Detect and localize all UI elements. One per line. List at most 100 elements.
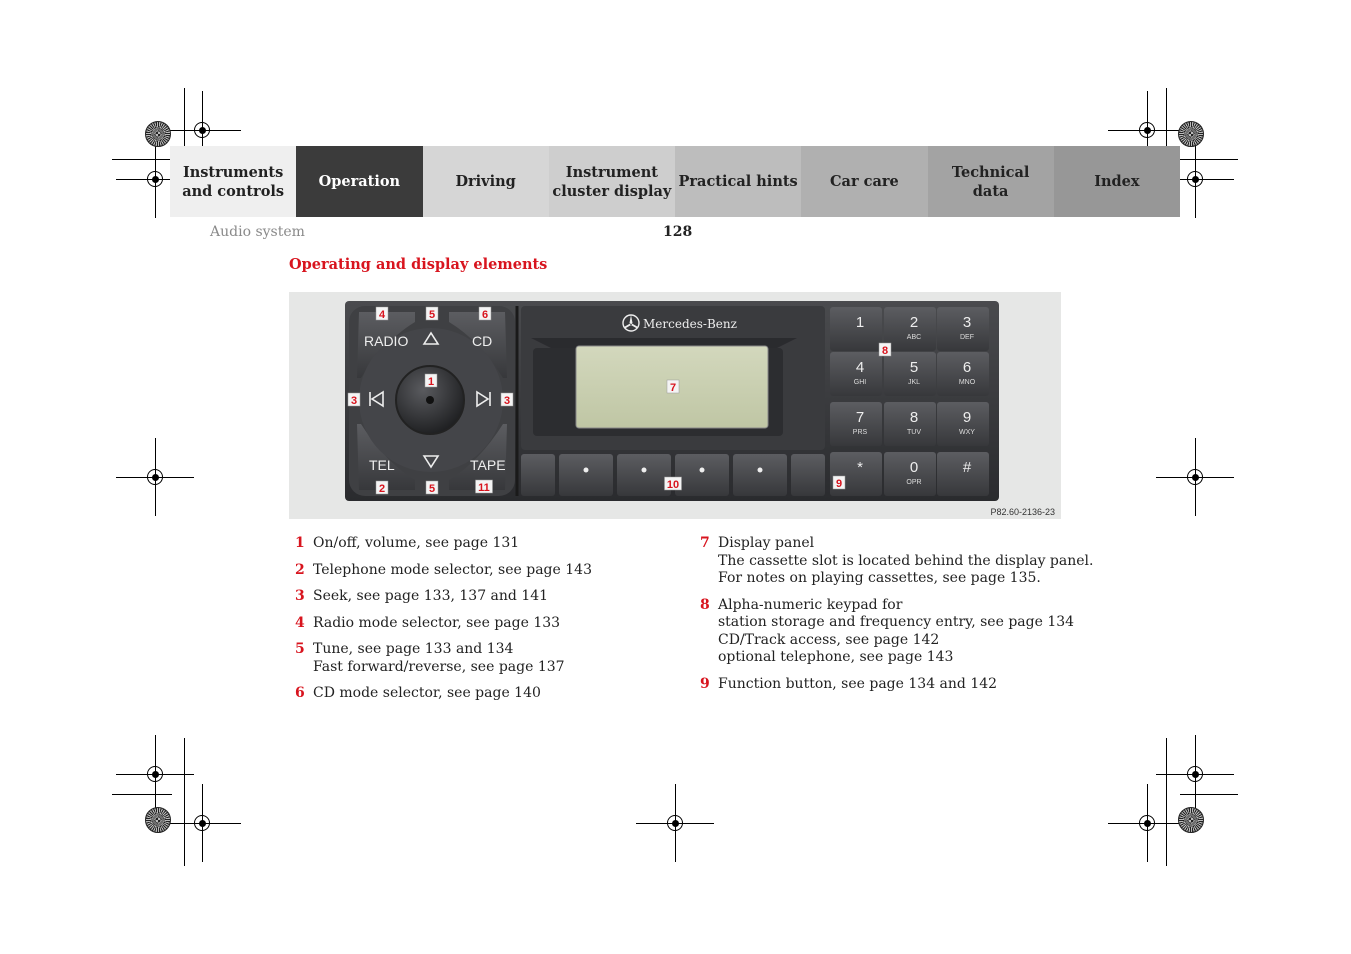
page-heading: Operating and display elements xyxy=(289,256,548,273)
keypad-digit: 6 xyxy=(963,359,971,376)
tab-label: Index xyxy=(1094,173,1140,190)
tab-label: Instruments xyxy=(182,163,284,181)
legend-text: CD/Track access, see page 142 xyxy=(718,631,940,648)
figure-code: P82.60-2136-23 xyxy=(990,507,1055,517)
mercedes-star-icon xyxy=(622,314,640,332)
callout-label: 7 xyxy=(666,379,680,394)
keypad-digit: 3 xyxy=(963,314,971,331)
legend-number: 8 xyxy=(700,596,710,613)
tab-practical-hints[interactable]: Practical hints xyxy=(675,146,802,217)
up-arrow-icon xyxy=(422,331,440,345)
keypad-letters: PRS xyxy=(853,429,868,436)
keypad-letters: MNO xyxy=(959,379,976,386)
down-arrow-icon xyxy=(422,455,440,469)
legend-text: On/off, volume, see page 131 xyxy=(313,535,520,551)
callout-number: 3 xyxy=(504,395,510,407)
keypad-letters: DEF xyxy=(960,334,974,341)
keypad-digit: 1 xyxy=(856,314,864,331)
tab-driving[interactable]: Driving xyxy=(422,146,549,217)
section-title: Audio system xyxy=(210,224,305,240)
callout-label: 4 xyxy=(375,306,389,321)
keypad-digit: * xyxy=(857,459,863,476)
tape-label: TAPE xyxy=(470,457,506,473)
callout-label: 3 xyxy=(500,392,514,407)
cd-label: CD xyxy=(472,333,492,349)
legend-text: station storage and frequency entry, see… xyxy=(718,614,1075,630)
legend-text: Fast forward/reverse, see page 137 xyxy=(313,658,565,675)
audio-unit-illustration: RADIO CD TEL TAPE Mercedes-Benz 1 xyxy=(345,301,999,501)
keypad-digit: 8 xyxy=(910,409,918,426)
keypad-digit: 5 xyxy=(910,359,918,376)
audio-unit-figure: RADIO CD TEL TAPE Mercedes-Benz 1 xyxy=(289,292,1061,519)
callout-number: 10 xyxy=(667,479,679,491)
legend-text: optional telephone, see page 143 xyxy=(718,649,954,665)
callout-number: 5 xyxy=(429,309,435,321)
callout-label: 10 xyxy=(664,476,682,491)
legend-number: 4 xyxy=(295,614,305,631)
legend-text: CD mode selector, see page 140 xyxy=(313,685,541,701)
callout-label: 9 xyxy=(832,475,846,490)
callout-number: 8 xyxy=(882,345,888,357)
legend-text: Alpha-numeric keypad for xyxy=(718,596,903,613)
keypad-letters: JKL xyxy=(908,379,920,386)
legend-text: For notes on playing cassettes, see page… xyxy=(718,570,1041,586)
radio-label: RADIO xyxy=(364,333,408,349)
callout-label: 5 xyxy=(425,480,439,495)
callout-number: 11 xyxy=(478,482,490,494)
legend-number: 2 xyxy=(295,561,305,578)
tab-label: Instrument xyxy=(565,163,658,181)
tab-operation[interactable]: Operation xyxy=(296,146,423,217)
callout-number: 3 xyxy=(351,395,357,407)
callout-label: 11 xyxy=(475,479,493,494)
callout-label: 8 xyxy=(878,342,892,357)
callout-number: 1 xyxy=(428,376,434,388)
keypad-digit: 0 xyxy=(910,459,918,476)
legend-text: Radio mode selector, see page 133 xyxy=(313,614,561,631)
tab-label: Driving xyxy=(455,173,516,190)
cd-button-shape xyxy=(449,312,507,378)
keypad-digit: 4 xyxy=(856,359,864,376)
preset-buttons xyxy=(521,454,825,496)
callout-label: 6 xyxy=(478,306,492,321)
callout-label: 3 xyxy=(347,392,361,407)
keypad-letters: WXY xyxy=(959,429,975,436)
callout-label: 1 xyxy=(424,373,438,388)
tab-label: Car care xyxy=(830,173,899,190)
keypad-letters: ABC xyxy=(907,334,921,341)
callout-number: 2 xyxy=(379,483,385,495)
keypad-digit: 2 xyxy=(910,314,918,331)
keypad-key: # xyxy=(937,452,989,496)
keypad-key: 1 xyxy=(830,307,882,351)
keypad-letters: TUV xyxy=(907,429,921,436)
legend-number: 9 xyxy=(700,675,710,692)
brand-label: Mercedes-Benz xyxy=(643,317,737,331)
tab-car-care[interactable]: Car care xyxy=(801,146,928,217)
keypad-digit: # xyxy=(963,459,972,476)
legend-number: 5 xyxy=(295,641,305,657)
tab-index[interactable]: Index xyxy=(1053,146,1180,217)
tab-label: data xyxy=(972,182,1009,200)
callout-label: 5 xyxy=(425,306,439,321)
keypad-digit: 7 xyxy=(856,409,864,426)
callout-number: 4 xyxy=(379,309,386,321)
tab-label: and controls xyxy=(182,182,285,200)
tel-label: TEL xyxy=(369,457,395,473)
